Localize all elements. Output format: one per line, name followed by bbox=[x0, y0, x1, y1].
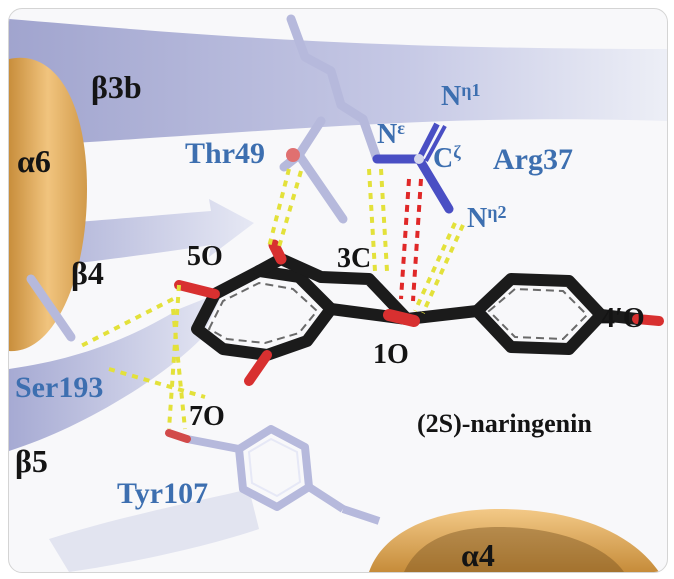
beta5-label: β5 bbox=[15, 443, 48, 479]
n-eta2-label: Nη2 bbox=[467, 202, 507, 234]
c3-label: 3C bbox=[337, 243, 372, 274]
hydrogen-bonds bbox=[78, 168, 465, 430]
o1-label: 1O bbox=[373, 339, 409, 370]
beta3b-label: β3b bbox=[91, 69, 142, 105]
c-zeta-label: Cζ bbox=[433, 142, 461, 174]
thr49-sidechain bbox=[279, 116, 348, 224]
structure-diagram bbox=[9, 14, 667, 572]
tyr107-sidechain bbox=[186, 425, 381, 525]
beta4-label: β4 bbox=[71, 255, 104, 291]
cation-pi-contacts bbox=[399, 178, 423, 302]
figure-panel: β3b α6 β4 β5 α4 Thr49 Ser193 Tyr107 Arg3… bbox=[8, 8, 668, 573]
arg37-label: Arg37 bbox=[493, 143, 573, 176]
alpha4-helix bbox=[369, 509, 659, 572]
tyr107-label: Tyr107 bbox=[117, 477, 209, 510]
n-eta1-label: Nη1 bbox=[441, 80, 481, 112]
naringenin-label: (2S)-naringenin bbox=[417, 409, 592, 438]
o4prime-label: 4′O bbox=[601, 303, 645, 334]
alpha4-label: α4 bbox=[461, 537, 495, 573]
alpha6-label: α6 bbox=[17, 143, 51, 179]
n-epsilon-label: Nε bbox=[377, 118, 405, 150]
o7-label: 7O bbox=[189, 401, 225, 432]
thr49-label: Thr49 bbox=[185, 137, 266, 170]
naringenin-molecule bbox=[191, 253, 643, 361]
ser193-label: Ser193 bbox=[15, 371, 104, 404]
o5-label: 5O bbox=[187, 241, 223, 272]
arg37-sidechain bbox=[286, 14, 382, 164]
beta5-strand bbox=[9, 291, 224, 451]
sheet-lower bbox=[49, 489, 259, 572]
